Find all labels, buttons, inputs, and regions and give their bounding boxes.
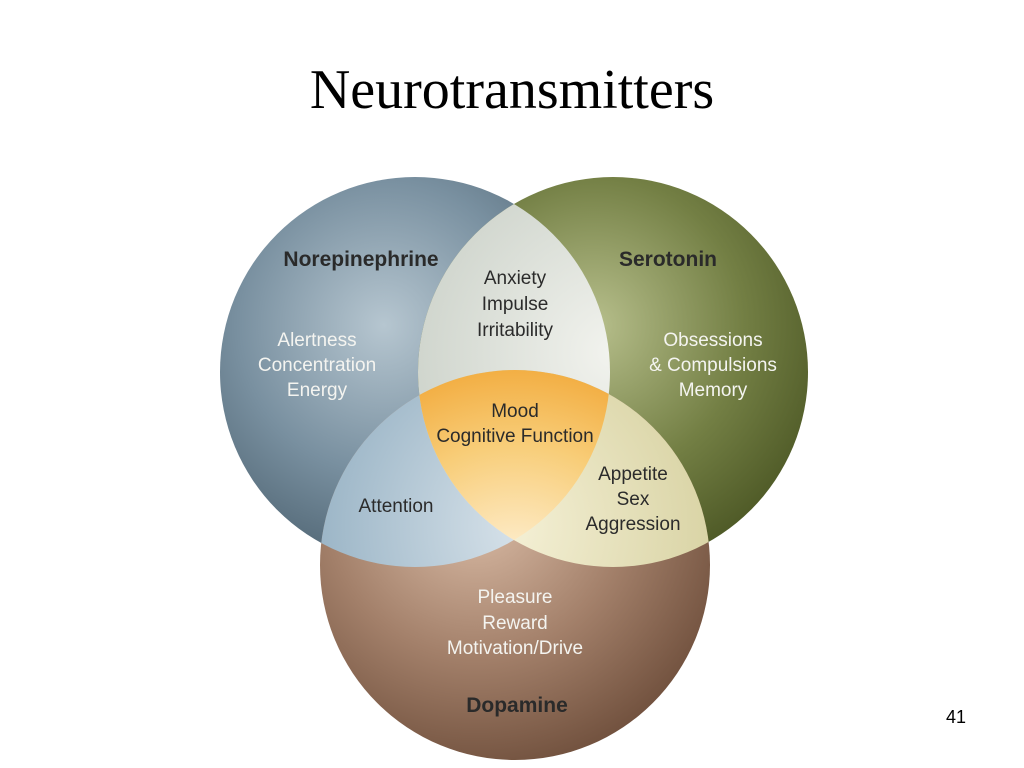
overlap-all-label: Cognitive Function	[436, 426, 593, 447]
serotonin-function: Memory	[679, 380, 748, 401]
page-number: 41	[945, 707, 967, 727]
dopamine-title: Dopamine	[466, 694, 568, 717]
dopamine-function: Reward	[482, 613, 547, 634]
overlap-ns-label: Impulse	[482, 294, 549, 315]
overlap-ns-label: Anxiety	[484, 268, 547, 289]
serotonin-function: & Compulsions	[649, 355, 777, 376]
dopamine-function: Motivation/Drive	[447, 638, 583, 659]
norepinephrine-function: Alertness	[277, 330, 356, 351]
overlap-sd-label: Sex	[617, 489, 650, 510]
overlap-nd-label: Attention	[359, 496, 434, 517]
overlap-sd-label: Aggression	[585, 514, 680, 535]
overlap-ns-label: Irritability	[477, 320, 554, 341]
norepinephrine-title: Norepinephrine	[283, 248, 438, 271]
slide-title: Neurotransmitters	[309, 59, 715, 121]
norepinephrine-function: Concentration	[258, 355, 376, 376]
norepinephrine-function: Energy	[287, 380, 348, 401]
overlap-all-label: Mood	[491, 401, 539, 422]
serotonin-function: Obsessions	[663, 330, 762, 351]
dopamine-function: Pleasure	[478, 587, 553, 608]
overlap-sd-label: Appetite	[598, 464, 668, 485]
serotonin-title: Serotonin	[619, 248, 717, 271]
